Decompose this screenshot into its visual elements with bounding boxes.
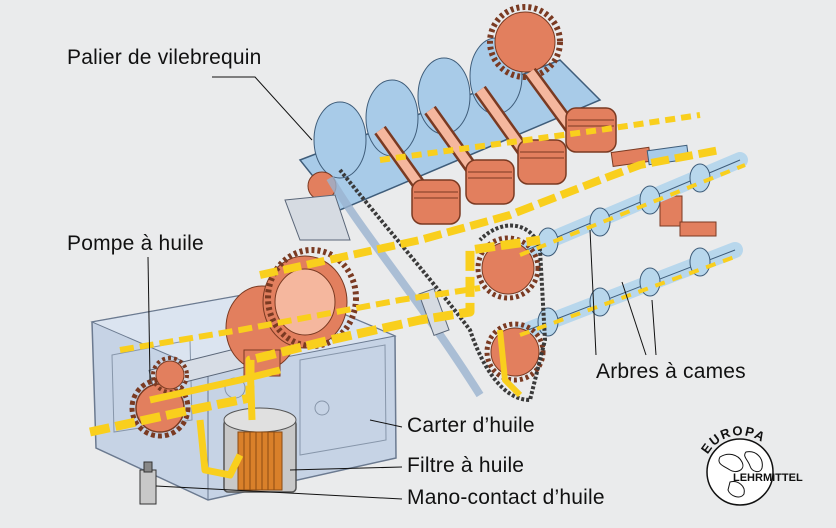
label-oil-filter: Filtre à huile xyxy=(407,454,525,477)
label-camshafts: Arbres à cames xyxy=(596,360,746,383)
label-crank-bearing: Palier de vilebrequin xyxy=(67,46,262,69)
crankshaft-assembly xyxy=(284,4,717,241)
label-oil-pump: Pompe à huile xyxy=(67,232,204,255)
label-oil-pressure-switch: Mano-contact d’huile xyxy=(407,486,605,509)
leader-lines xyxy=(147,76,657,500)
oil-pressure-switch xyxy=(139,461,157,505)
europa-lehrmittel-logo: EUROPA LEHRMITTEL xyxy=(698,423,803,506)
logo-bottom-text: LEHRMITTEL xyxy=(733,472,803,484)
globe-icon xyxy=(706,438,774,506)
oil-flow-paths xyxy=(89,112,746,479)
oil-filter xyxy=(223,407,297,493)
label-oil-pan: Carter d’huile xyxy=(407,414,535,437)
